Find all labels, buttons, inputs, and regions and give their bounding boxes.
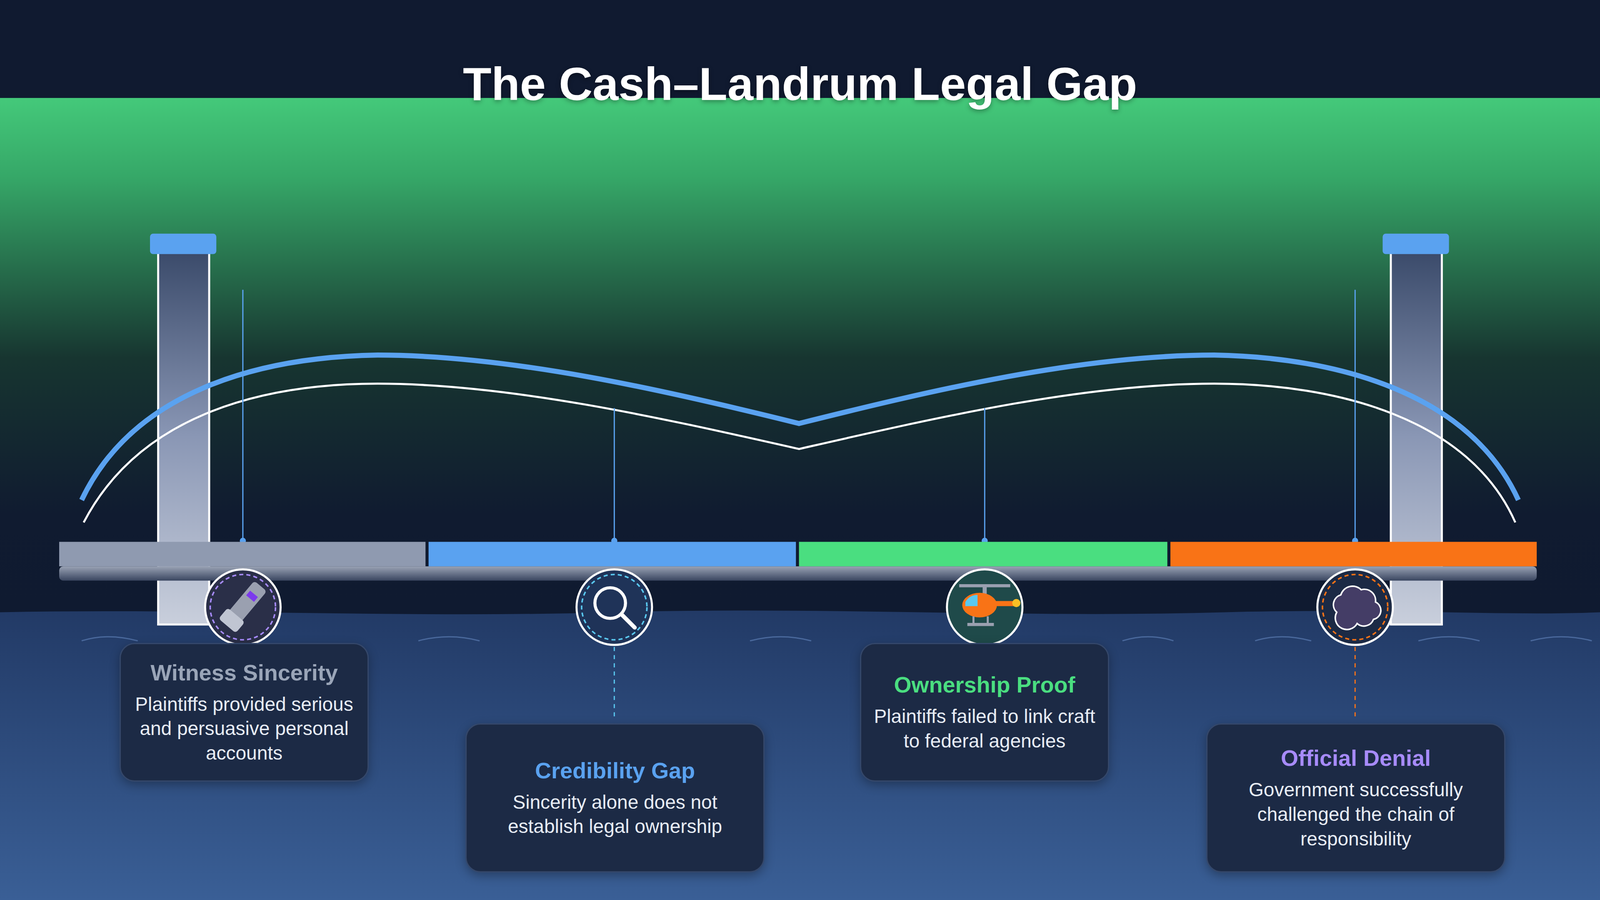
card-body: Plaintiffs failed to link craft to feder… [873, 704, 1096, 754]
card-body: Plaintiffs provided serious and persuasi… [133, 692, 355, 766]
info-card: Official DenialGovernment successfully c… [1206, 723, 1506, 873]
info-card: Ownership ProofPlaintiffs failed to link… [860, 642, 1110, 782]
info-card: Witness SincerityPlaintiffs provided ser… [119, 642, 369, 782]
card-heading: Official Denial [1280, 744, 1431, 772]
diagram-title: The Cash–Landrum Legal Gap [0, 58, 1600, 110]
card-heading: Ownership Proof [893, 671, 1075, 699]
info-card: Credibility GapSincerity alone does not … [465, 723, 765, 873]
card-heading: Witness Sincerity [150, 659, 338, 687]
card-heading: Credibility Gap [535, 757, 695, 785]
card-body: Sincerity alone does not establish legal… [479, 790, 751, 840]
card-body: Government successfully challenged the c… [1220, 777, 1492, 852]
